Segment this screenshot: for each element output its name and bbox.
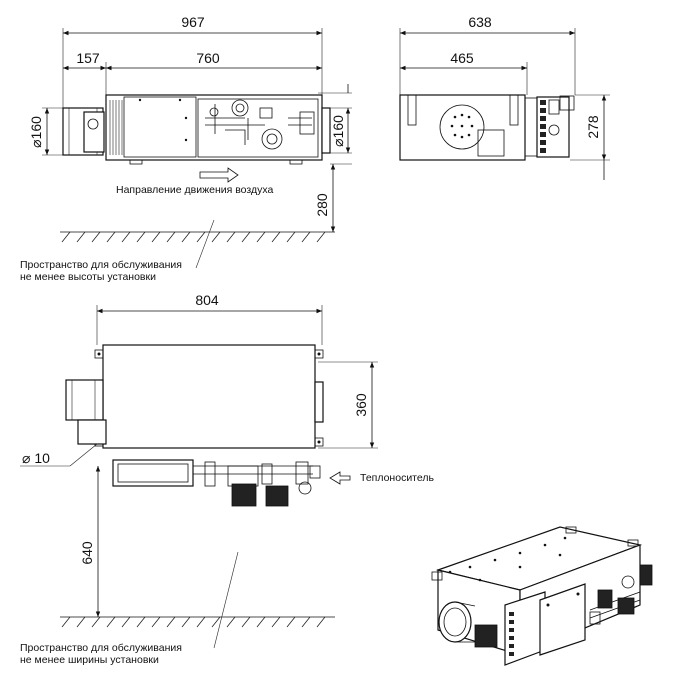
front-view: 967 157 760 ⌀160 xyxy=(20,14,352,283)
unit-body-top xyxy=(102,344,316,449)
fan-motor-block xyxy=(83,111,105,153)
access-panel xyxy=(123,96,197,158)
service-label-line2: не менее высоты установки xyxy=(20,271,156,283)
top-view: 804 360 ⌀ 10 xyxy=(20,292,434,666)
service-label2-line1: Пространство для обслуживания xyxy=(20,642,182,654)
unit-body-front xyxy=(105,94,323,161)
hole-leader xyxy=(69,443,98,467)
dim-label-157: 157 xyxy=(76,50,100,66)
side-view: 638 465 278 xyxy=(399,14,610,180)
service-label-line1: Пространство для обслуживания xyxy=(20,259,182,271)
valve-assembly xyxy=(197,98,319,158)
service-label2-line2: не менее ширины установки xyxy=(20,654,159,666)
dim-label-280: 280 xyxy=(314,193,330,217)
dim-label-465: 465 xyxy=(450,50,474,66)
airflow-arrow-icon xyxy=(199,167,239,183)
right-duct-top xyxy=(314,381,324,423)
coolant-label: Теплоноситель xyxy=(360,472,434,484)
service-leader xyxy=(195,219,215,269)
dim-label-dia-right: ⌀160 xyxy=(330,115,346,147)
dim-label-640: 640 xyxy=(79,541,95,565)
floor-hatch-2 xyxy=(61,616,326,628)
left-duct-top xyxy=(65,379,104,421)
fan-motor-top xyxy=(77,419,107,445)
dim-label-dia-left: ⌀160 xyxy=(28,116,44,148)
coolant-arrow-icon xyxy=(329,471,351,485)
dim-label-hole: ⌀ 10 xyxy=(22,450,50,466)
airflow-label: Направление движения воздуха xyxy=(116,184,273,196)
duct-opening xyxy=(439,104,485,150)
dim-label-638: 638 xyxy=(468,14,492,30)
isometric-view xyxy=(431,526,653,666)
dim-label-360: 360 xyxy=(353,393,369,417)
dim-label-804: 804 xyxy=(195,292,219,308)
iso-valve-group xyxy=(589,564,653,625)
service-leader-2 xyxy=(213,551,239,649)
dim-label-760: 760 xyxy=(196,50,220,66)
iso-motor xyxy=(474,624,498,648)
floor-hatch xyxy=(61,231,326,243)
dim-label-967: 967 xyxy=(181,14,205,30)
dim-label-278: 278 xyxy=(585,115,601,139)
right-duct-stub xyxy=(321,107,331,154)
valve-assembly-top xyxy=(193,461,321,507)
